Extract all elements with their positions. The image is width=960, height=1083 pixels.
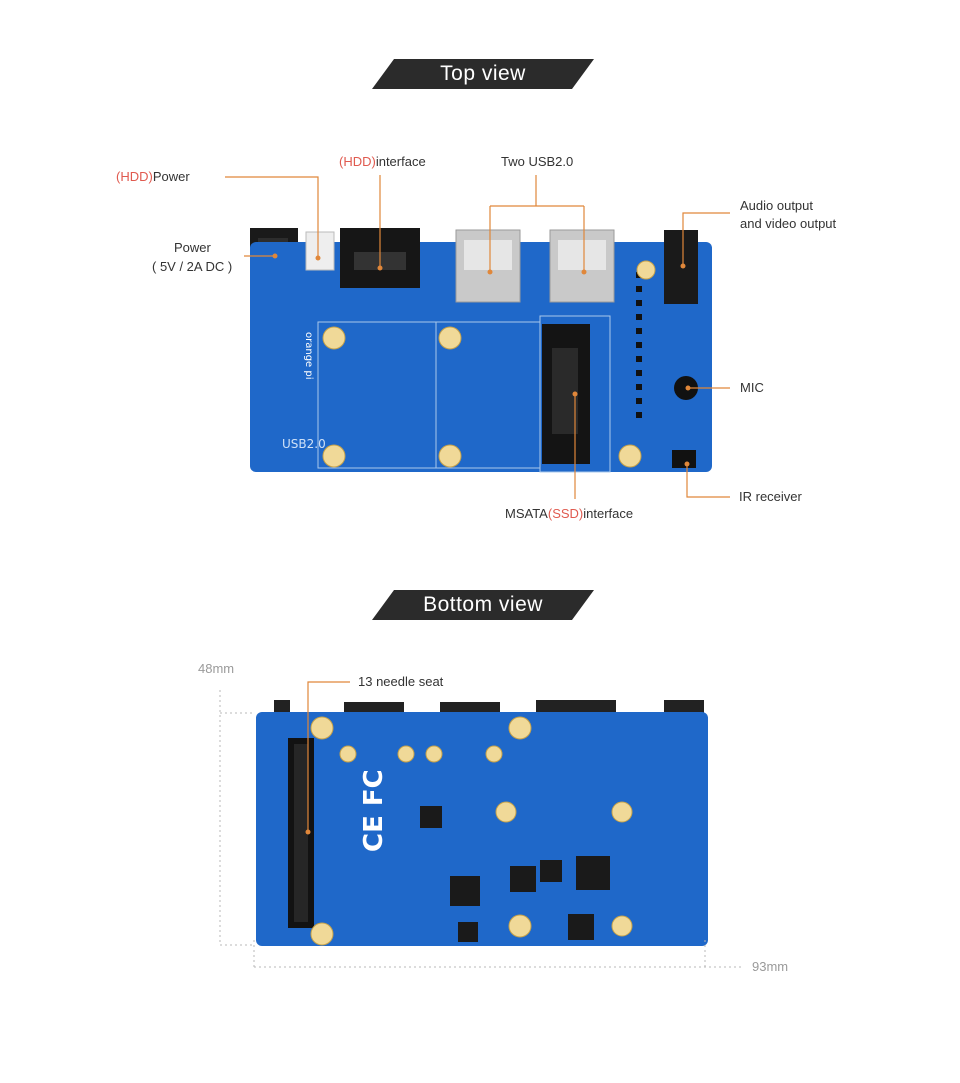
msata-after: interface	[583, 506, 634, 521]
label-two-usb: Two USB2.0	[501, 154, 574, 169]
hdd-interface-text: interface	[375, 154, 426, 169]
svg-text:CE FC: CE FC	[359, 769, 389, 852]
label-width-93mm: 93mm	[752, 959, 789, 974]
bottom-board-image: CE FC	[256, 700, 708, 946]
label-power-line2: ( 5V / 2A DC )	[152, 259, 233, 274]
label-height-48mm: 48mm	[198, 661, 235, 676]
hdd-power-prefix: (HDD)	[116, 169, 153, 184]
top-view-banner: Top view	[372, 59, 594, 89]
label-hdd-interface: (HDD)interface	[339, 154, 426, 169]
msata-highlight: (SSD)	[547, 506, 584, 521]
banner-shape	[372, 59, 594, 89]
label-msata: MSATA(SSD)interface	[505, 506, 633, 521]
label-mic: MIC	[740, 380, 764, 395]
msata-before: MSATA	[505, 506, 548, 521]
bottom-view-title: Bottom view	[423, 593, 543, 616]
board-usb-print: USB2.0	[282, 437, 326, 451]
hdd-power-text: Power	[152, 169, 190, 184]
label-needle-seat: 13 needle seat	[358, 674, 444, 689]
top-board-image: orange pi USB2.0	[250, 228, 712, 473]
label-hdd-power: (HDD)Power	[116, 169, 190, 184]
label-audio-line1: Audio output	[740, 198, 814, 213]
label-power-line1: Power	[174, 240, 211, 255]
top-view-title: Top view	[440, 62, 526, 85]
label-ir-receiver: IR receiver	[739, 489, 802, 504]
svg-text:orange pi: orange pi	[303, 332, 314, 380]
label-audio-line2: and video output	[740, 216, 837, 231]
hdd-interface-prefix: (HDD)	[339, 154, 376, 169]
banner-shape	[372, 590, 594, 620]
bottom-view-banner: Bottom view	[372, 590, 594, 620]
